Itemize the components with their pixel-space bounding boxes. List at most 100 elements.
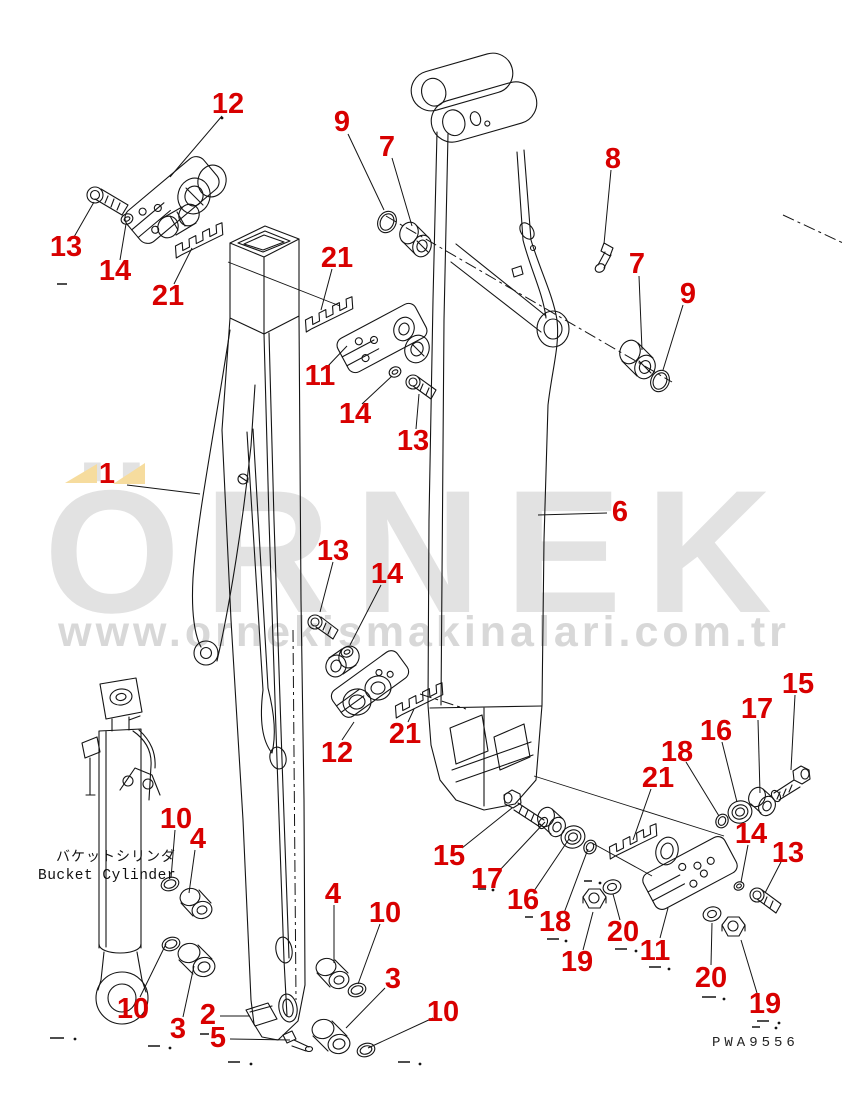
shim-21d — [608, 823, 658, 860]
leader-line-7-2 — [391, 157, 413, 227]
leader-line-16-34 — [721, 741, 738, 803]
nut-19-left — [582, 888, 607, 909]
technical-drawing — [50, 52, 844, 1066]
part-label-15-36: 15 — [782, 668, 814, 700]
part-label-10-19: 10 — [160, 803, 192, 835]
ring-10a — [160, 876, 180, 892]
captions: バケットシリンダ Bucket Cylinder PWA9556 — [38, 849, 799, 1051]
washer-20-right — [702, 906, 722, 922]
bolt-13-upper-left — [86, 186, 129, 216]
part-label-21-8: 21 — [152, 280, 184, 312]
part-label-14-37: 14 — [735, 818, 767, 850]
ring-18-right — [715, 813, 729, 829]
leader-line-13-12 — [415, 393, 420, 430]
part-label-9-5: 9 — [680, 278, 696, 310]
leader-line-19-27 — [582, 911, 594, 951]
washer-14-upper-left — [120, 213, 134, 225]
part-label-14-7: 14 — [99, 255, 131, 287]
leader-line-13-38 — [764, 861, 782, 894]
bracket-12-upper — [124, 156, 227, 244]
highlight-triangles — [65, 463, 145, 484]
shim-21c — [394, 682, 444, 719]
part-label-7-2: 7 — [379, 131, 395, 163]
bracket-11-upper — [336, 302, 430, 374]
bushing-3a — [177, 942, 216, 978]
part-label-14-16: 14 — [371, 558, 403, 590]
leader-line-15-36 — [790, 694, 796, 771]
part-label-13-15: 13 — [317, 535, 349, 567]
nut-19-right — [721, 916, 746, 937]
part-label-3-43: 3 — [385, 963, 401, 995]
plate-2 — [245, 1002, 278, 1027]
ring-10d — [356, 1042, 376, 1058]
leader-line-10-19 — [170, 829, 176, 879]
arm-right-part6 — [410, 52, 570, 811]
leader-line-21-18 — [407, 708, 415, 723]
leader-line-4-20 — [188, 849, 196, 894]
watermark: ÖRNEK www.ornekismakinalari.com.tr — [44, 455, 796, 656]
bearing-16-right — [727, 800, 753, 824]
bushing-3b — [311, 1018, 351, 1055]
leader-line-18-26 — [563, 848, 589, 914]
part-label-13-38: 13 — [772, 837, 804, 869]
part-label-10-22: 10 — [369, 897, 401, 929]
washer-14-mid — [388, 366, 402, 378]
part-label-17-35: 17 — [741, 693, 773, 725]
leader-line-10-44 — [367, 1017, 434, 1049]
part-label-19-27: 19 — [561, 946, 593, 978]
part-label-1-13: 1 — [99, 458, 115, 490]
watermark-brand-text: ÖRNEK — [44, 455, 796, 650]
leader-line-9-5 — [662, 304, 684, 371]
leader-line-14-11 — [361, 375, 393, 405]
relation-lines — [227, 214, 844, 877]
leader-line-10-22 — [357, 923, 381, 985]
leader-line-13-15 — [319, 561, 334, 613]
leader-line-16-25 — [533, 838, 570, 892]
leader-line-9-1 — [347, 133, 385, 211]
leader-line-21-8 — [173, 247, 193, 285]
leader-line-1-13 — [126, 484, 201, 495]
leader-line-10-39 — [139, 943, 167, 998]
part-label-20-28: 20 — [607, 916, 639, 948]
washer-20-left — [602, 879, 622, 895]
part-label-2-41: 2 — [200, 999, 216, 1031]
ring-18-left — [583, 839, 597, 855]
part-label-18-26: 18 — [539, 906, 571, 938]
part-label-13-6: 13 — [50, 231, 82, 263]
leader-line-11-10 — [326, 345, 348, 368]
part-label-14-11: 14 — [339, 398, 371, 430]
ring-9-left — [377, 210, 397, 234]
part-label-8-3: 8 — [605, 143, 621, 175]
collar-17-right — [748, 786, 776, 817]
part-label-4-21: 4 — [325, 878, 341, 910]
part-label-5-42: 5 — [210, 1022, 226, 1054]
leader-line-14-7 — [119, 223, 127, 261]
leader-line-6-14 — [537, 512, 608, 516]
bearing-16-left — [560, 825, 586, 849]
leader-line-11-29 — [659, 907, 669, 939]
washer-14-lower-mid — [340, 646, 354, 658]
leader-line-21-9 — [320, 268, 333, 311]
bushing-7-right — [619, 339, 656, 380]
part-label-21-9: 21 — [321, 242, 353, 274]
part-label-4-20: 4 — [190, 823, 206, 855]
leader-line-19-31 — [740, 939, 758, 994]
grease-fitting-8 — [594, 242, 614, 273]
bracket-11-lower — [642, 836, 738, 910]
part-label-18-33: 18 — [661, 736, 693, 768]
leader-line-17-35 — [757, 719, 761, 794]
part-label-16-25: 16 — [507, 884, 539, 916]
leader-line-17-24 — [498, 821, 546, 872]
leader-line-20-30 — [710, 922, 713, 966]
drawing-code: PWA9556 — [712, 1035, 799, 1051]
ring-10c-mid — [347, 982, 367, 998]
watermark-url-text: www.ornekismakinalari.com.tr — [57, 608, 790, 656]
part-label-17-24: 17 — [471, 863, 503, 895]
bolt-13-mid — [405, 374, 437, 400]
part-label-6-14: 6 — [612, 496, 628, 528]
part-label-11-29: 11 — [640, 935, 671, 967]
leader-line-12-0 — [169, 115, 223, 178]
bushing-4b — [315, 957, 350, 990]
